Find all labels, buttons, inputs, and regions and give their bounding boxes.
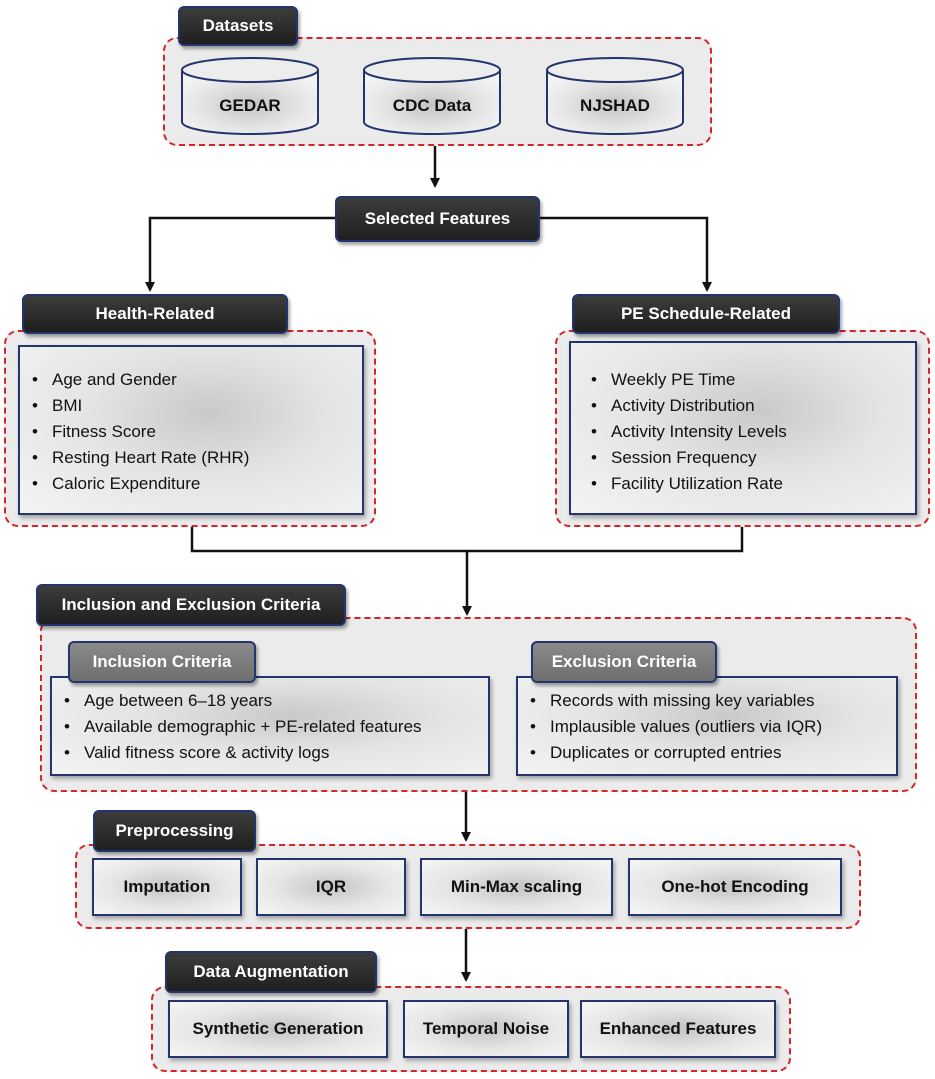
list-item: Available demographic + PE-related featu…: [64, 714, 488, 740]
database-icon: [546, 57, 684, 135]
exclusion-panel: Records with missing key variables Impla…: [516, 676, 898, 776]
health-title: Health-Related: [22, 294, 288, 334]
database-icon: [181, 57, 319, 135]
list-item: Facility Utilization Rate: [591, 471, 915, 497]
list-item: Weekly PE Time: [591, 367, 915, 393]
datasets-title: Datasets: [178, 6, 298, 46]
preprocessing-step-iqr: IQR: [256, 858, 406, 916]
line-features-to-pe: [540, 216, 712, 292]
preprocessing-step-imputation: Imputation: [92, 858, 242, 916]
list-item: Activity Intensity Levels: [591, 419, 915, 445]
preprocessing-step-minmax: Min-Max scaling: [420, 858, 613, 916]
health-panel: Age and Gender BMI Fitness Score Resting…: [18, 345, 364, 515]
list-item: Fitness Score: [32, 419, 362, 445]
list-item: Duplicates or corrupted entries: [530, 740, 896, 766]
health-list: Age and Gender BMI Fitness Score Resting…: [32, 367, 362, 497]
list-item: Session Frequency: [591, 445, 915, 471]
augmentation-step-enhanced: Enhanced Features: [580, 1000, 776, 1058]
pe-title: PE Schedule-Related: [572, 294, 840, 334]
augmentation-step-noise: Temporal Noise: [403, 1000, 569, 1058]
dataset-cylinder-gedar: GEDAR: [180, 56, 320, 138]
augmentation-title: Data Augmentation: [165, 951, 377, 993]
list-item: Activity Distribution: [591, 393, 915, 419]
list-item: Implausible values (outliers via IQR): [530, 714, 896, 740]
dataset-label-cdc: CDC Data: [392, 96, 472, 115]
preprocessing-title: Preprocessing: [93, 810, 256, 852]
preprocessing-step-onehot: One-hot Encoding: [628, 858, 842, 916]
list-item: Age between 6–18 years: [64, 688, 488, 714]
dataset-label-njshad: NJSHAD: [580, 96, 650, 115]
selected-features-title: Selected Features: [335, 196, 540, 242]
pe-list: Weekly PE Time Activity Distribution Act…: [591, 367, 915, 497]
list-item: Valid fitness score & activity logs: [64, 740, 488, 766]
line-merge: [190, 527, 744, 553]
dataset-cylinder-cdc: CDC Data: [362, 56, 502, 138]
inclusion-title: Inclusion Criteria: [68, 641, 256, 683]
list-item: Records with missing key variables: [530, 688, 896, 714]
list-item: Age and Gender: [32, 367, 362, 393]
exclusion-list: Records with missing key variables Impla…: [530, 688, 896, 766]
criteria-title: Inclusion and Exclusion Criteria: [36, 584, 346, 626]
list-item: Resting Heart Rate (RHR): [32, 445, 362, 471]
inclusion-list: Age between 6–18 years Available demogra…: [64, 688, 488, 766]
inclusion-panel: Age between 6–18 years Available demogra…: [50, 676, 490, 776]
list-item: BMI: [32, 393, 362, 419]
dataset-cylinder-njshad: NJSHAD: [545, 56, 685, 138]
exclusion-title: Exclusion Criteria: [531, 641, 717, 683]
pe-panel: Weekly PE Time Activity Distribution Act…: [569, 341, 917, 515]
list-item: Caloric Expenditure: [32, 471, 362, 497]
dataset-label-gedar: GEDAR: [219, 96, 281, 115]
augmentation-step-synthetic: Synthetic Generation: [168, 1000, 388, 1058]
database-icon: [363, 57, 501, 135]
line-features-to-health: [145, 216, 335, 292]
